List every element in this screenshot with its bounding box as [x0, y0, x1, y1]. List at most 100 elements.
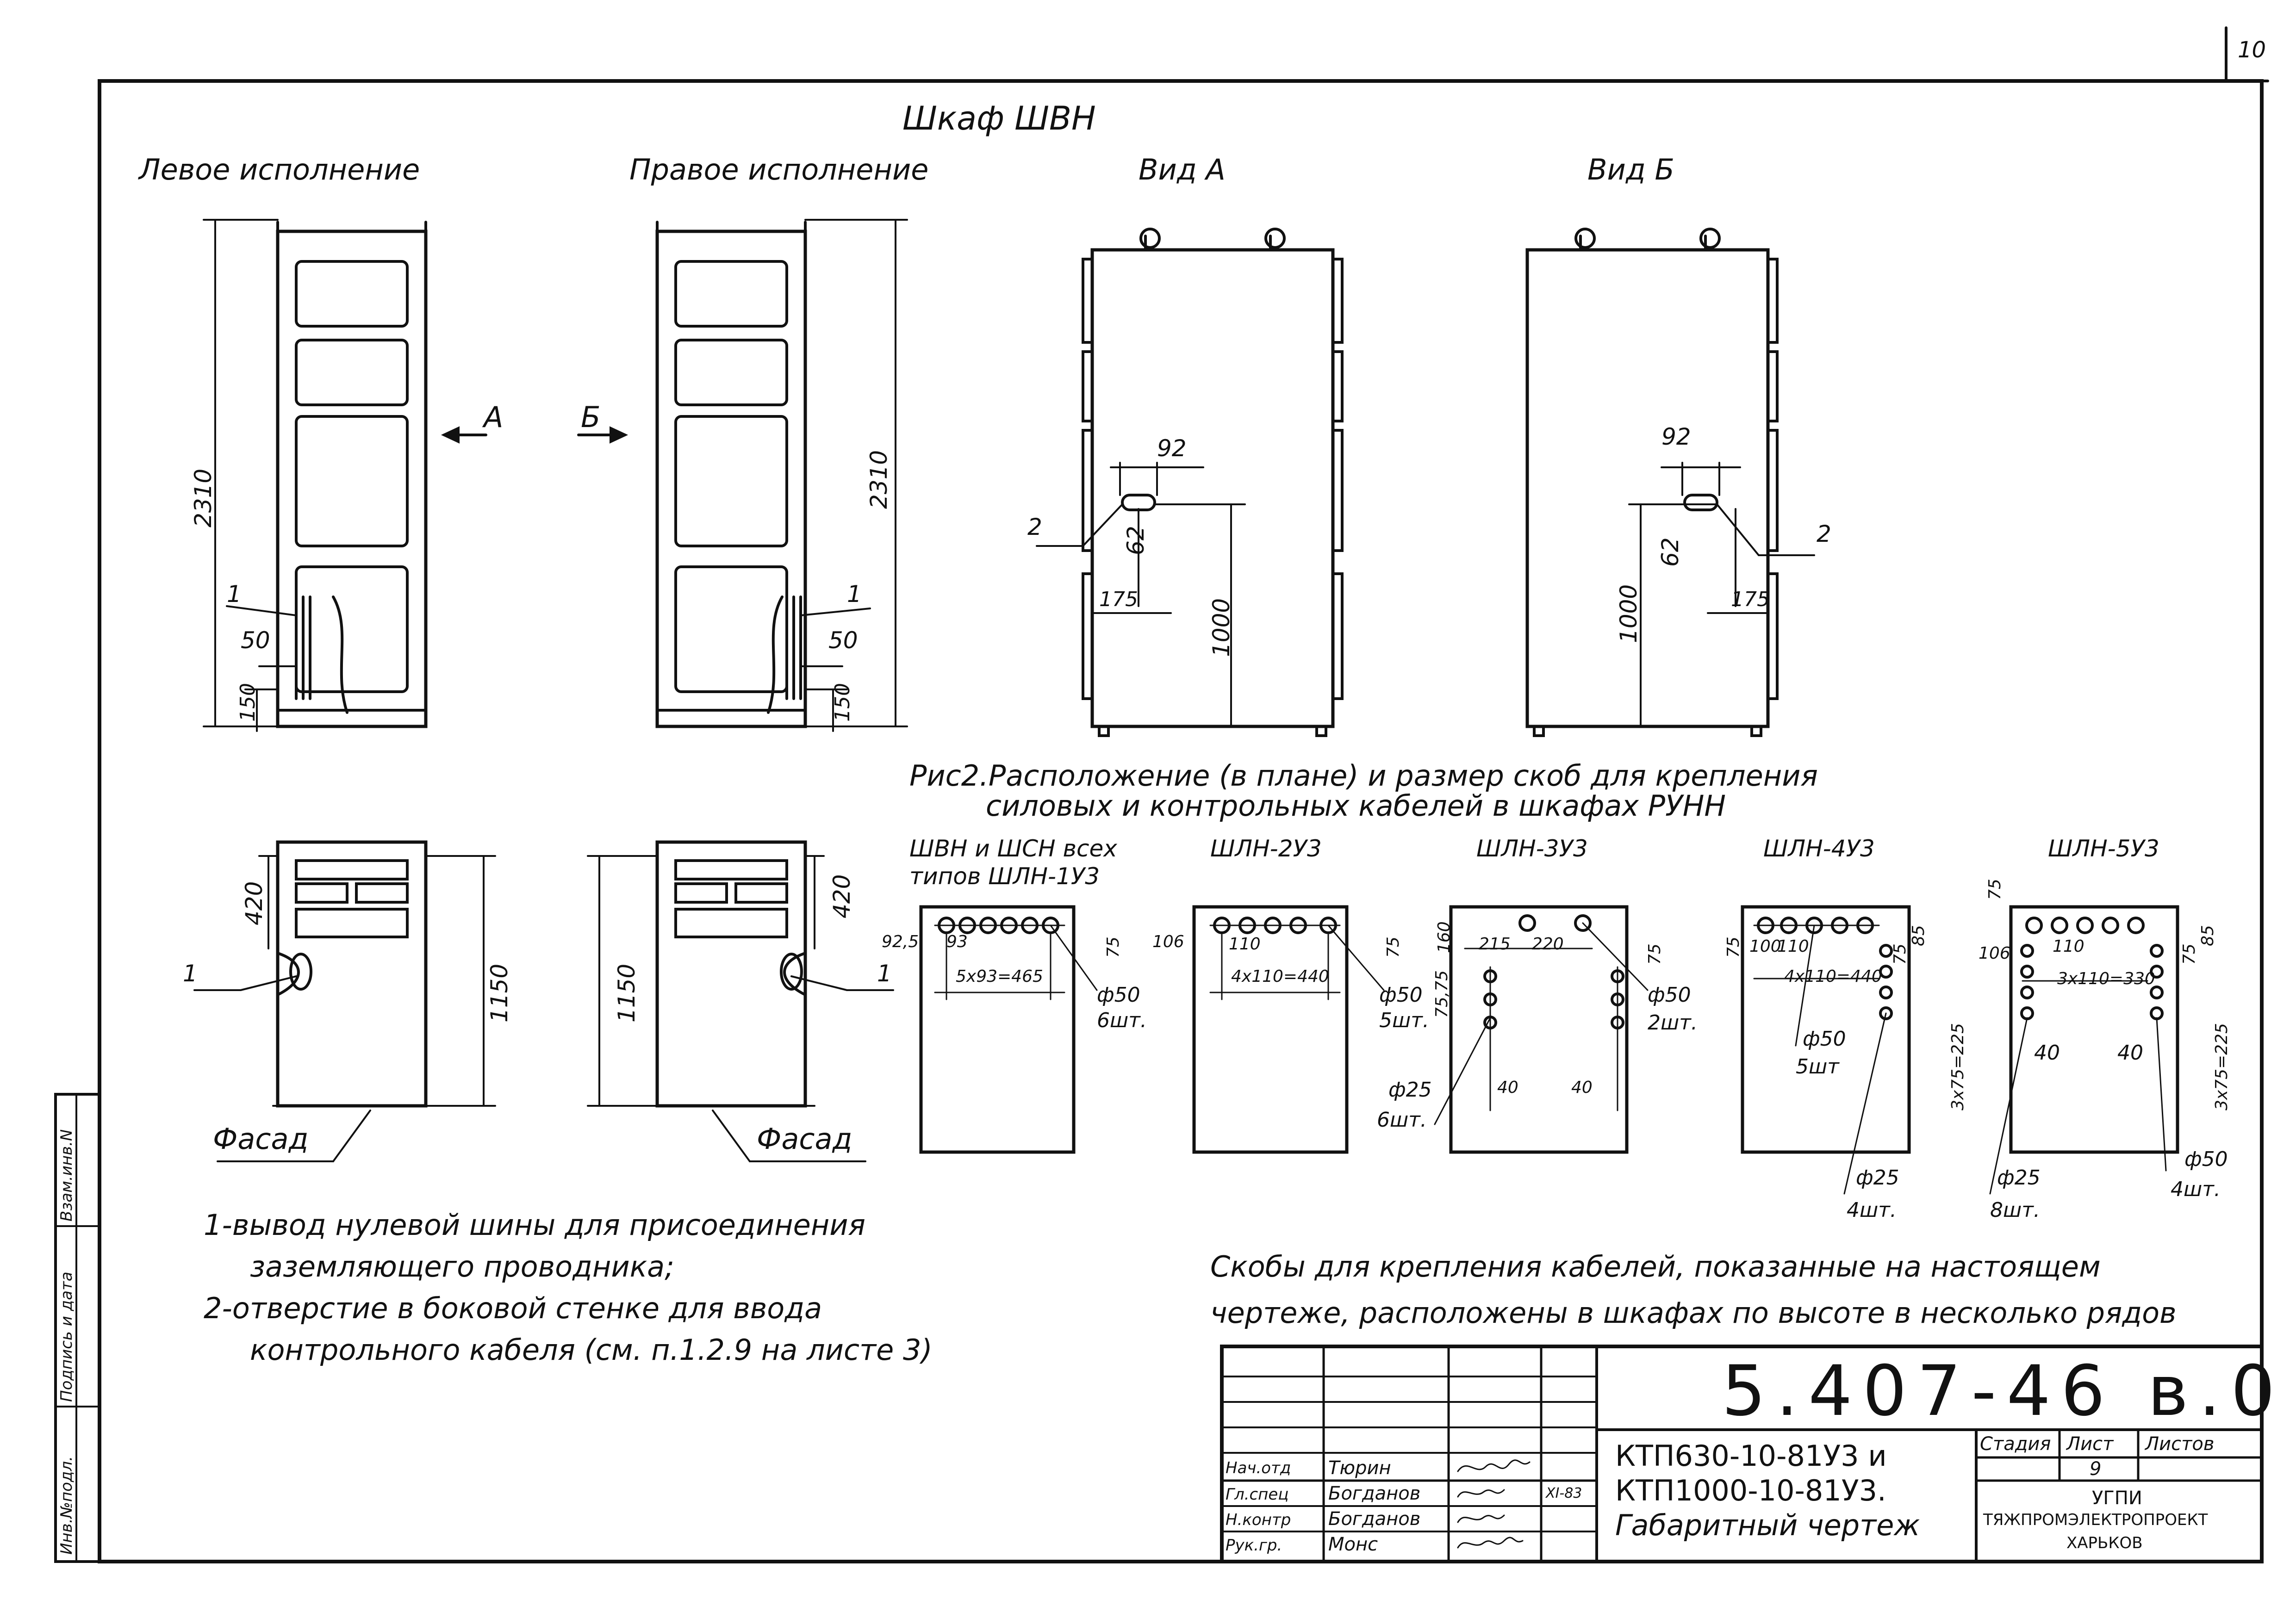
dim-62-b: 62 [1657, 537, 1684, 567]
panel4-count: 5шт [1796, 1055, 1839, 1079]
panel5-dim-75: 75 [1985, 879, 2004, 900]
panel3-name: ШЛН-3У3 [1476, 835, 1588, 862]
facade-left: Фасад [213, 1122, 309, 1156]
role-3: Н.контр [1226, 1511, 1291, 1529]
panel2-hole: ф50 [1379, 983, 1423, 1007]
person-3: Богданов [1328, 1508, 1421, 1530]
panel4-dim-100: 100 [1749, 937, 1781, 956]
panel5-name: ШЛН-5У3 [2048, 835, 2159, 862]
panel4-dim-225: 3х75=225 [1948, 1023, 1967, 1110]
view-arrows [441, 426, 628, 444]
panel3-count2: 6шт. [1377, 1108, 1427, 1132]
sheet-value: 9 [2090, 1458, 2102, 1480]
panel1-name-l2: типов ШЛН-1У3 [909, 863, 1100, 890]
note-2-line1: 2-отверстие в боковой стенке для ввода [204, 1291, 822, 1325]
panel4-name: ШЛН-4У3 [1763, 835, 1875, 862]
panel3-dim-75: 75 [1645, 943, 1664, 965]
panel2-dim-c: 4х110=440 [1231, 967, 1329, 986]
approval-date: XI-83 [1546, 1485, 1582, 1501]
dim-175-b: 175 [1731, 588, 1770, 611]
panel5-count: 8шт. [1990, 1198, 2040, 1222]
panel2-dim-d: 75 [1384, 936, 1403, 958]
org-line2: ТЯЖПРОМЭЛЕКТРОПРОЕКТ [1983, 1511, 2208, 1529]
fig2-caption-line1: Рис2.Расположение (в плане) и размер ско… [909, 759, 1818, 793]
panel3-hole: ф50 [1648, 983, 1691, 1007]
panel2-dim-a: 106 [1152, 932, 1184, 951]
panel4-dim-440: 4х110=440 [1784, 967, 1882, 986]
facade-right: Фасад [757, 1122, 852, 1156]
dim-1150-left: 1150 [486, 963, 513, 1023]
panel1-dim-c: 5х93=465 [956, 967, 1043, 986]
panel2-dim-b: 110 [1229, 935, 1261, 954]
panel1-name-l1: ШВН и ШСН всех [909, 835, 1117, 862]
panel4-dim-75: 75 [1724, 936, 1743, 958]
view-b-label: Вид Б [1587, 153, 1674, 186]
sheet-label: Лист [2066, 1433, 2114, 1455]
remark-line1: Скобы для крепления кабелей, показанные … [1210, 1250, 2101, 1283]
panel5-dim-106: 106 [1979, 944, 2010, 963]
dim-92-b: 92 [1661, 423, 1691, 450]
fig2-panel-3 [1434, 905, 1649, 1154]
view-left-label: Левое исполнение [139, 153, 420, 186]
note-1-line1: 1-вывод нулевой шины для присоединения [204, 1208, 865, 1242]
dim-50-left: 50 [241, 627, 270, 654]
panel3-dim-160: 160 [1435, 921, 1454, 953]
panel5-hole: ф25 [1997, 1166, 2041, 1190]
note-1-line2: заземляющего проводника; [250, 1250, 675, 1283]
panel1-dim-d: 75 [1104, 936, 1123, 958]
dim-1150-right: 1150 [613, 963, 640, 1023]
stage-label: Стадия [1980, 1433, 2051, 1455]
stamp-sign-date: Подпись и дата [57, 1271, 76, 1402]
dim-150-right: 150 [831, 683, 854, 722]
panel3-dim-7575: 75,75 [1432, 970, 1451, 1018]
panel5-dim-85: 85 [2198, 925, 2217, 946]
signatures [1457, 1459, 1531, 1549]
view-a-side [1036, 228, 1344, 737]
panel1-hole: ф50 [1097, 983, 1140, 1007]
panel2-name: ШЛН-2У3 [1210, 835, 1322, 862]
panel5-dim-40b: 40 [2117, 1041, 2143, 1065]
panel5-hole2: ф50 [2184, 1147, 2228, 1171]
org-line1: УГПИ [2092, 1488, 2142, 1509]
panel5-dim-40a: 40 [2034, 1041, 2060, 1065]
panel1-count: 6шт. [1097, 1009, 1147, 1032]
cabinet-right-elevation [655, 219, 908, 732]
fig2-caption-line2: силовых и контрольных кабелей в шкафах Р… [986, 789, 1726, 823]
panel1-dim-a: 92,5 [882, 932, 919, 951]
drawing-frame [98, 79, 2264, 1563]
panel4-dim-75b: 75 [1891, 943, 1910, 965]
dim-62-a: 62 [1122, 526, 1149, 555]
panel2-count: 5шт. [1379, 1009, 1429, 1032]
fig2-panel-5 [1989, 905, 2179, 1195]
panel5-dim-110: 110 [2053, 937, 2084, 956]
view-a-label: Вид А [1139, 153, 1226, 186]
doc-name-line2: КТП1000-10-81У3. [1615, 1474, 1886, 1507]
panel3-dim-40b: 40 [1571, 1078, 1593, 1097]
drawing-title: Шкаф ШВН [902, 99, 1096, 137]
panel4-dim-110: 110 [1777, 937, 1809, 956]
sheets-label: Листов [2145, 1433, 2215, 1455]
sheet-number: 10 [2238, 37, 2266, 63]
fig2-panel-2 [1192, 905, 1385, 1154]
panel3-hole2: ф25 [1388, 1078, 1432, 1102]
panel3-dim-40a: 40 [1497, 1078, 1518, 1097]
dim-175-a: 175 [1099, 588, 1138, 611]
pos-2-a: 2 [1027, 514, 1042, 540]
doc-code: 5.407-46 в.0 [1722, 1351, 2285, 1432]
arrow-a-label: А [484, 400, 504, 434]
doc-name-line3: Габаритный чертеж [1615, 1508, 1920, 1542]
stamp-replace-inv: Взам.инв.N [57, 1129, 76, 1221]
panel3-dim-220: 220 [1532, 935, 1564, 954]
plan-right [587, 840, 894, 1162]
dim-50-right: 50 [828, 627, 858, 654]
side-stamp [54, 1093, 101, 1563]
panel5-dim-225: 3х75=225 [2212, 1023, 2231, 1110]
doc-name-line1: КТП630-10-81У3 и [1615, 1439, 1887, 1473]
panel4-hole2: ф25 [1856, 1166, 1899, 1190]
cabinet-left-elevation [203, 219, 428, 732]
panel5-dim-75b: 75 [2180, 943, 2199, 965]
note-2-line2: контрольного кабеля (см. п.1.2.9 на лист… [250, 1333, 933, 1367]
arrow-b-label: Б [581, 400, 601, 434]
pos-2-b: 2 [1817, 521, 1831, 547]
